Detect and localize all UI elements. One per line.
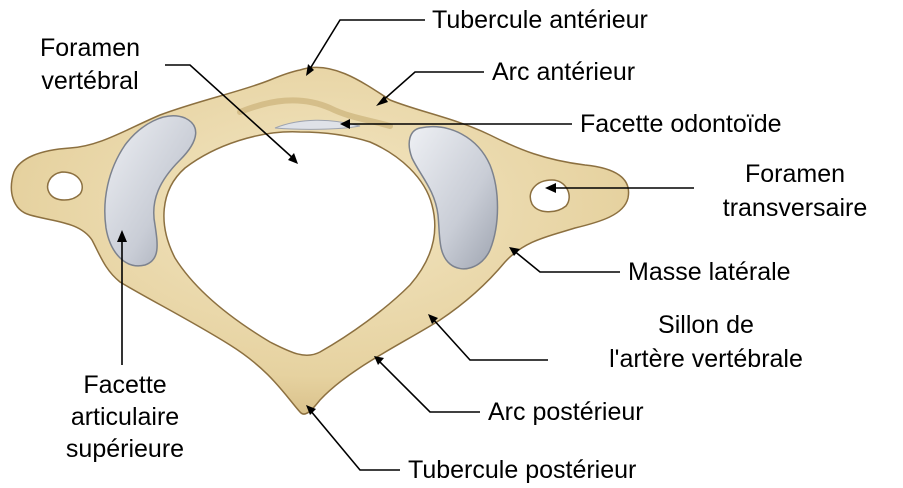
- atlas-bone: [11, 67, 628, 414]
- label-facette-articulaire-line1: Facette: [40, 370, 210, 400]
- leader-tubercule-anterieur: [308, 20, 425, 72]
- label-foramen-transversaire-line2: transversaire: [700, 193, 890, 223]
- label-foramen-transversaire-line1: Foramen: [700, 159, 890, 189]
- label-foramen-vertebral-line2: vertébral: [15, 66, 165, 96]
- leader-arc-posterieur: [378, 360, 480, 412]
- label-facette-odontoide: Facette odontoïde: [580, 109, 782, 139]
- label-arc-anterieur: Arc antérieur: [492, 57, 635, 87]
- leader-sillon: [432, 318, 548, 360]
- label-sillon-line1: Sillon de: [556, 310, 856, 340]
- leader-masse-laterale: [513, 250, 620, 272]
- leader-tubercule-posterieur: [310, 410, 400, 470]
- arrowhead-foramen-transversaire: [545, 183, 556, 193]
- label-facette-articulaire-line3: supérieure: [40, 434, 210, 464]
- label-masse-laterale: Masse latérale: [628, 257, 791, 287]
- label-tubercule-posterieur: Tubercule postérieur: [408, 455, 636, 485]
- label-facette-articulaire-line2: articulaire: [40, 402, 210, 432]
- label-tubercule-anterieur: Tubercule antérieur: [432, 5, 648, 35]
- leader-arc-anterieur: [380, 72, 484, 103]
- label-arc-posterieur: Arc postérieur: [488, 397, 644, 427]
- label-sillon-line2: l'artère vertébrale: [556, 344, 856, 374]
- label-foramen-vertebral-line1: Foramen: [15, 33, 165, 63]
